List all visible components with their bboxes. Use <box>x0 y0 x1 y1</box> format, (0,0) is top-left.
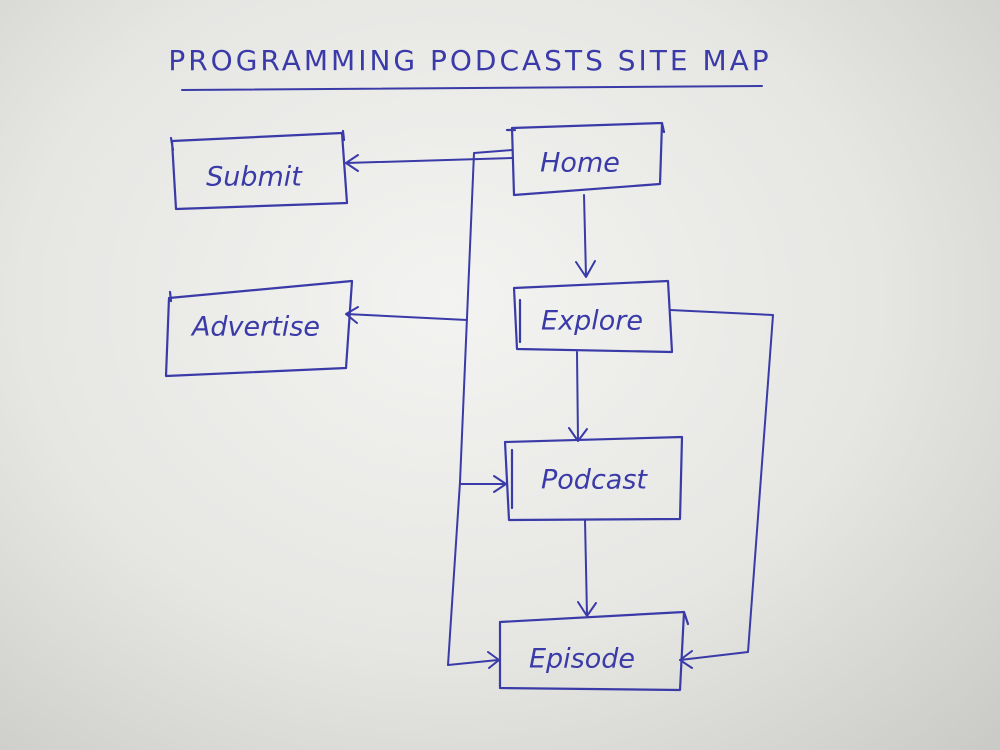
edge-home-episode <box>447 651 500 669</box>
diagram-title: PROGRAMMING PODCASTS SITE MAP <box>168 44 771 77</box>
node-episode-label: Episode <box>529 644 635 675</box>
edge-home-spine <box>447 149 513 666</box>
node-advertise: Advertise <box>164 279 354 378</box>
edge-podcast-episode <box>577 519 597 617</box>
edge-explore-podcast <box>568 351 588 442</box>
node-home: Home <box>505 121 666 197</box>
node-advertise-label: Advertise <box>190 312 320 343</box>
node-explore: Explore <box>512 279 674 354</box>
edge-home-explore <box>575 194 596 278</box>
node-podcast-label: Podcast <box>541 465 648 496</box>
node-home-label: Home <box>540 148 620 179</box>
node-submit-label: Submit <box>206 162 303 193</box>
node-submit: Submit <box>169 129 349 211</box>
edge-home-podcast <box>459 475 507 493</box>
node-episode: Episode <box>498 610 690 692</box>
edge-explore-episode <box>669 309 774 669</box>
title-underline <box>181 85 763 91</box>
node-explore-label: Explore <box>541 306 643 337</box>
edge-home-advertise <box>345 306 468 324</box>
node-podcast: Podcast <box>503 435 684 522</box>
edge-home-submit <box>345 154 513 172</box>
